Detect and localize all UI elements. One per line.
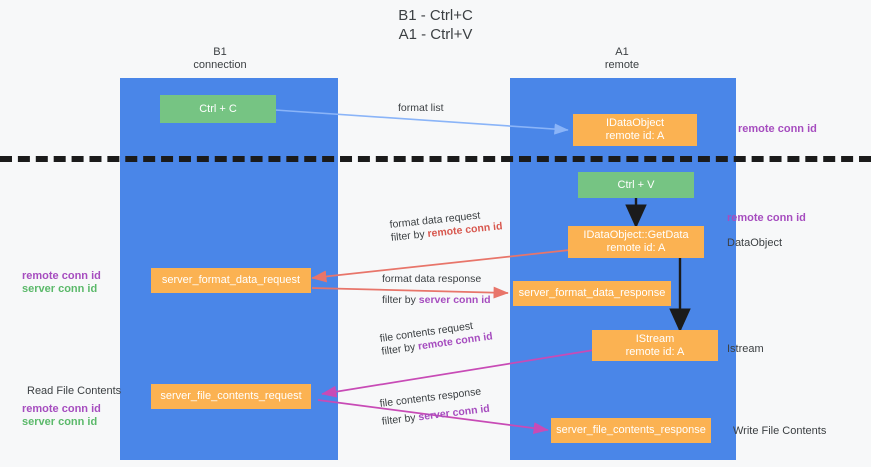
box-ctrl-c-label: Ctrl + C xyxy=(199,102,237,115)
page-title-line1: B1 - Ctrl+C xyxy=(398,7,473,24)
connector-format-list xyxy=(274,109,569,135)
edge-label-format-data-response-filter: filter by server conn id xyxy=(382,294,491,307)
box-istream-sub: remote id: A xyxy=(625,345,685,358)
box-istream[interactable]: IStream remote id: A xyxy=(592,330,718,361)
box-istream-label: IStream xyxy=(635,332,675,345)
box-ctrl-v-label: Ctrl + V xyxy=(617,178,655,191)
note-server-conn-id-mid-left: server conn id xyxy=(22,283,98,295)
note-server-conn-id-bottom-left: server conn id xyxy=(22,416,98,428)
box-server-format-data-response-label: server_format_data_response xyxy=(518,287,666,299)
box-ctrl-c[interactable]: Ctrl + C xyxy=(160,95,276,123)
note-dataobject: DataObject xyxy=(727,237,783,249)
box-server-file-contents-request[interactable]: server_file_contents_request xyxy=(151,384,311,409)
box-idataobject[interactable]: IDataObject remote id: A xyxy=(573,114,697,146)
connector-file-contents-request xyxy=(321,349,595,398)
box-getdata[interactable]: IDataObject::GetData remote id: A xyxy=(568,226,704,258)
connector-format-data-response xyxy=(311,286,509,299)
column-header-a1: A1 remote xyxy=(552,46,692,72)
filter-key-server-conn-id: server conn id xyxy=(418,294,491,306)
edge-label-format-data-response: format data response filter by server co… xyxy=(382,273,491,307)
edge-label-format-data-response-text: format data response xyxy=(382,273,482,285)
page-title-line2: A1 - Ctrl+V xyxy=(398,26,473,43)
edge-label-format-list: format list xyxy=(398,102,444,115)
column-header-a1-name: A1 xyxy=(615,46,629,58)
box-idataobject-sub: remote id: A xyxy=(605,130,665,142)
box-server-file-contents-request-label: server_file_contents_request xyxy=(160,390,302,402)
note-write-file-contents: Write File Contents xyxy=(733,425,827,437)
note-read-file-contents: Read File Contents xyxy=(27,385,122,397)
box-idataobject-label: IDataObject xyxy=(605,117,665,129)
column-header-b1-name: B1 xyxy=(213,46,227,58)
connector-format-data-request xyxy=(311,249,571,283)
column-header-b1-role: connection xyxy=(193,59,247,71)
box-getdata-sub: remote id: A xyxy=(606,242,666,254)
note-remote-conn-id-bottom-left: remote conn id xyxy=(22,403,101,415)
box-getdata-label: IDataObject::GetData xyxy=(583,229,689,241)
section-divider xyxy=(0,156,871,162)
filter-prefix: filter by xyxy=(382,294,419,306)
note-remote-conn-id-mid-left: remote conn id xyxy=(22,270,101,282)
box-ctrl-v[interactable]: Ctrl + V xyxy=(578,172,694,198)
column-header-b1: B1 connection xyxy=(150,46,290,72)
page-title: B1 - Ctrl+C A1 - Ctrl+V xyxy=(0,6,871,44)
filter-prefix: filter by xyxy=(390,228,429,244)
box-server-format-data-request-label: server_format_data_request xyxy=(161,274,301,286)
edge-label-format-list-text: format list xyxy=(398,102,444,114)
column-header-a1-role: remote xyxy=(604,59,640,71)
box-server-file-contents-response-label: server_file_contents_response xyxy=(556,424,706,436)
connector-file-contents-response xyxy=(317,399,549,435)
box-server-file-contents-response[interactable]: server_file_contents_response xyxy=(551,418,711,443)
box-server-format-data-response[interactable]: server_format_data_response xyxy=(513,281,671,306)
note-remote-conn-id-mid: remote conn id xyxy=(727,212,806,224)
note-istream: Istream xyxy=(727,343,764,355)
box-server-format-data-request[interactable]: server_format_data_request xyxy=(151,268,311,293)
note-remote-conn-id-top: remote conn id xyxy=(738,123,817,135)
